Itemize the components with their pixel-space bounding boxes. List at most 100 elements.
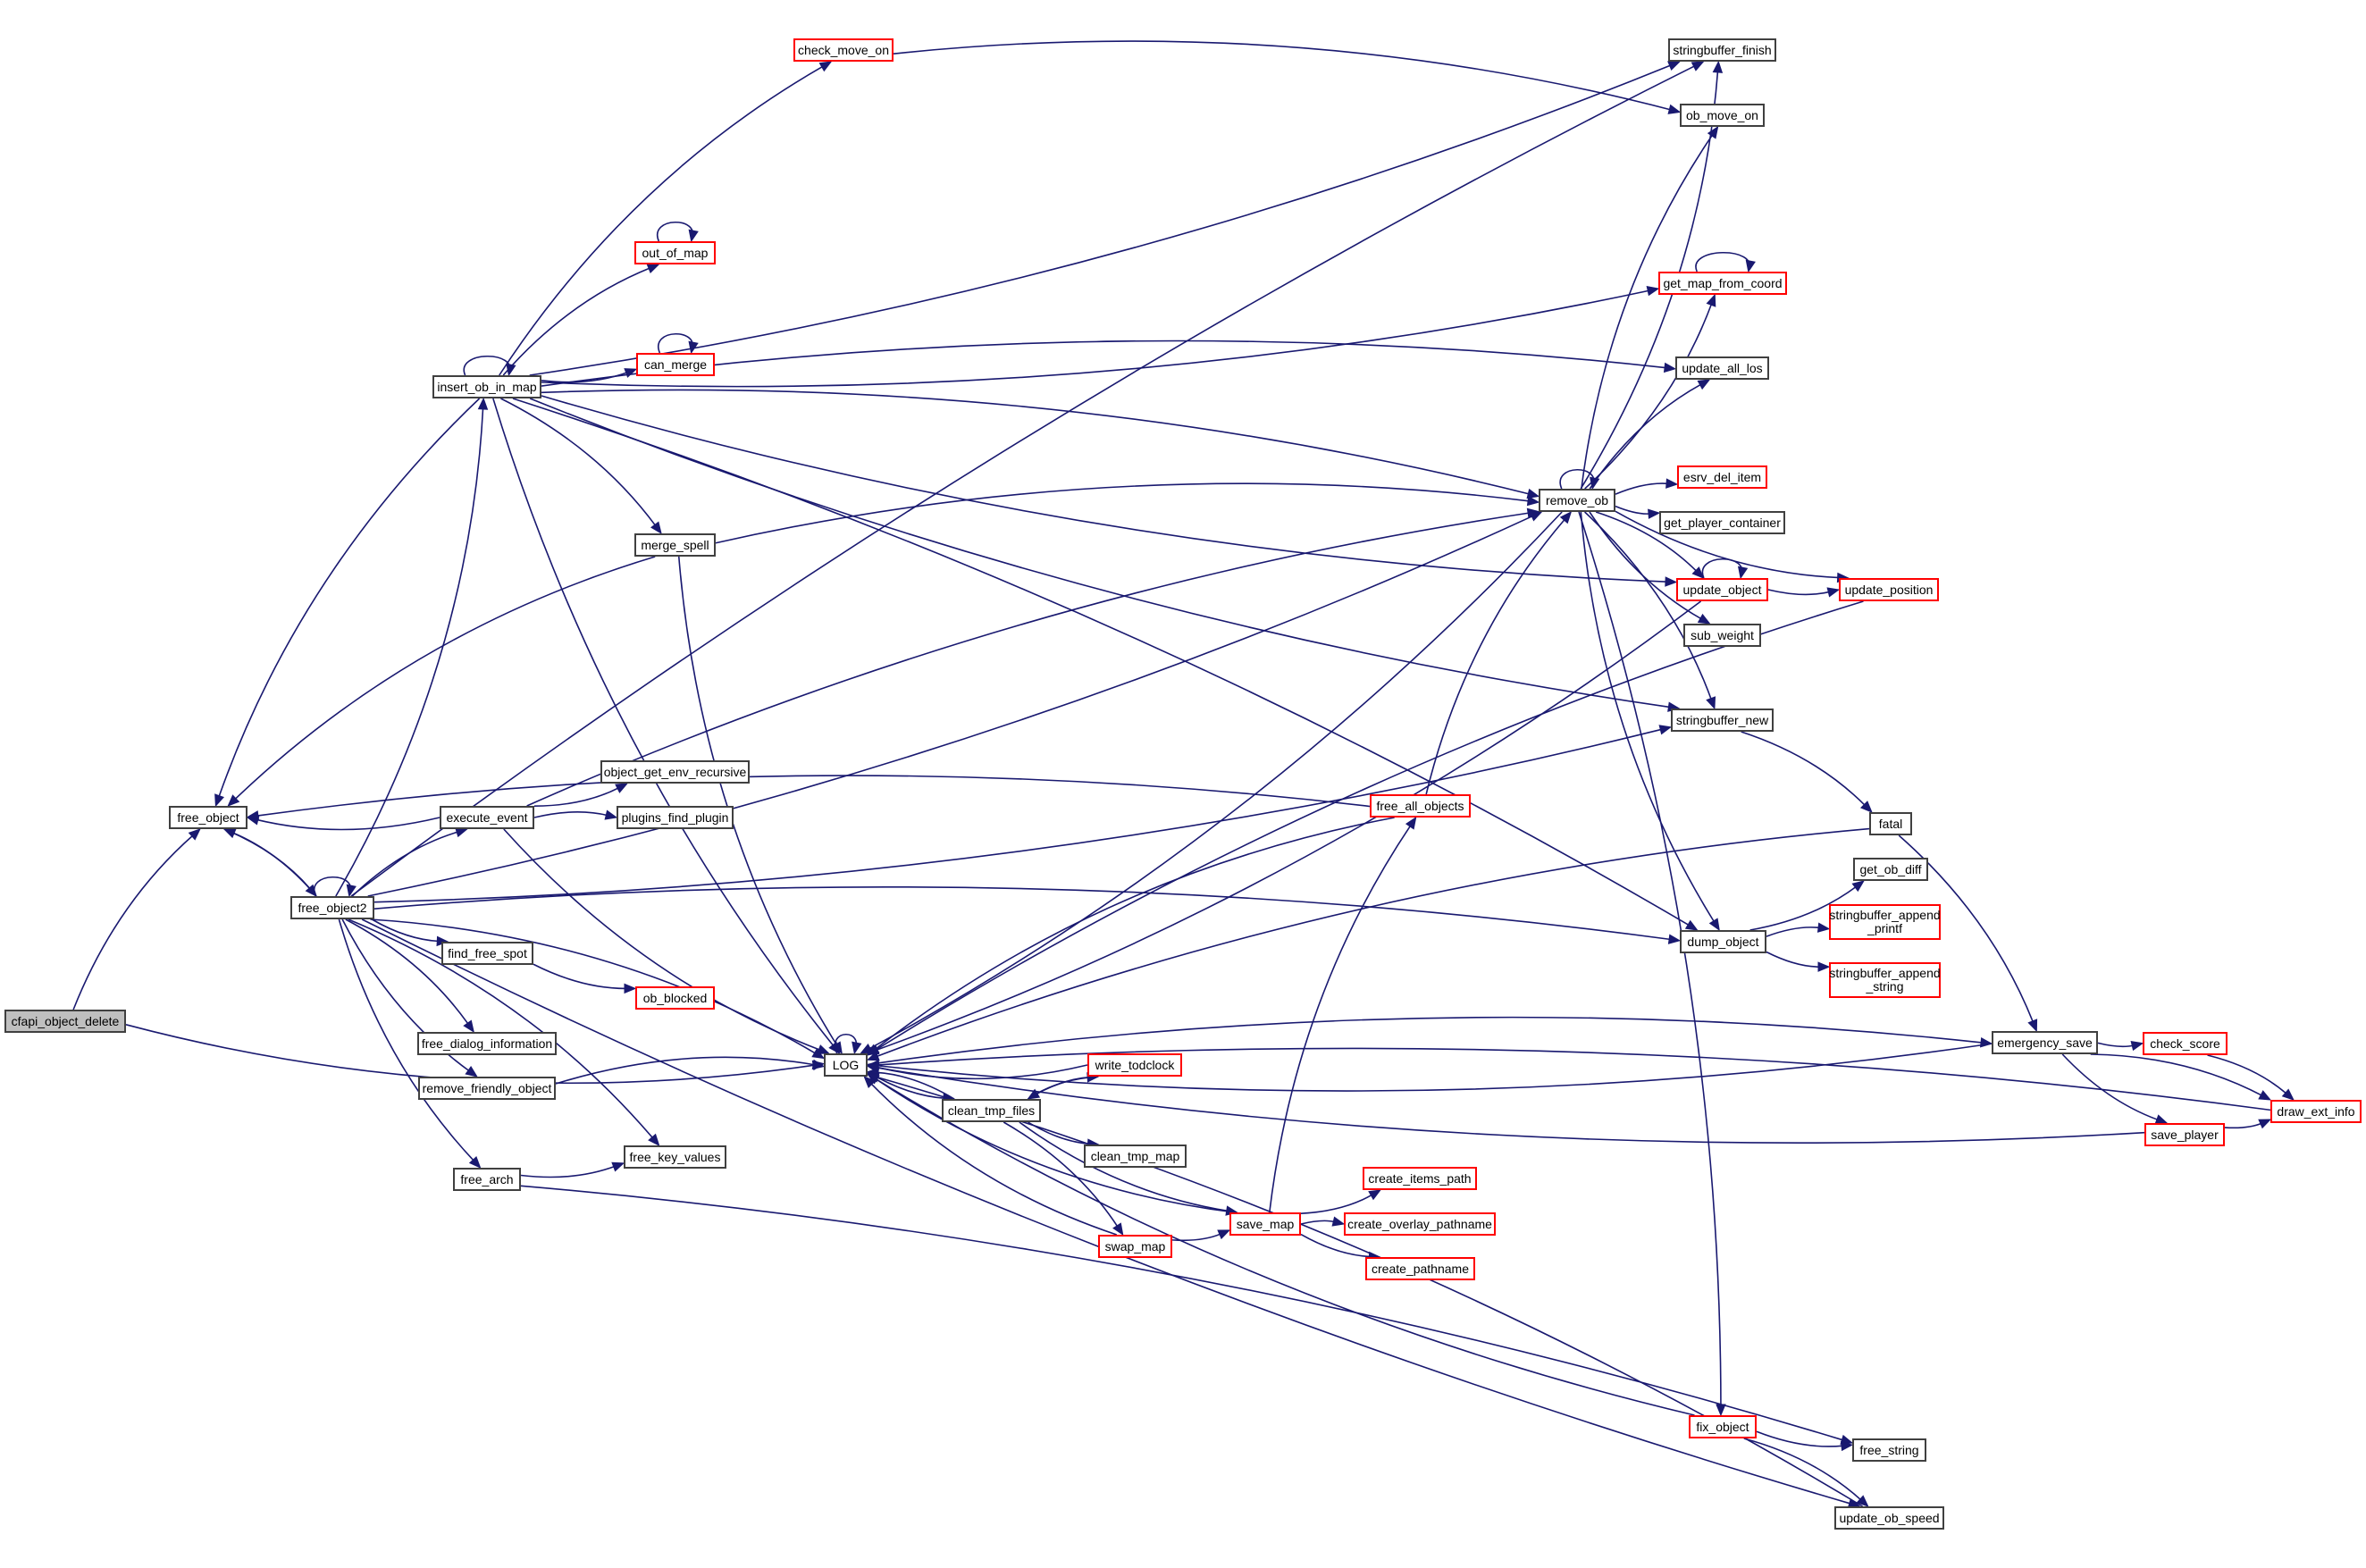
- edge-out-of-map-to-out-of-map: [656, 222, 699, 243]
- node-plugins-find-plugin[interactable]: plugins_find_plugin: [617, 806, 734, 829]
- node-execute-event[interactable]: execute_event: [440, 806, 534, 829]
- edge-emergency-save-to-save-player: [2061, 1053, 2169, 1125]
- edge-remove-ob-to-dump-object: [1580, 511, 1720, 932]
- edge-free-object2-to-stringbuffer-new: [373, 725, 1673, 903]
- edge-insert-ob-in-map-to-update-object: [541, 395, 1678, 587]
- node-create-overlay-pathname[interactable]: create_overlay_pathname: [1344, 1212, 1496, 1236]
- node-emergency-save[interactable]: emergency_save: [1992, 1031, 2098, 1054]
- edge-fatal-to-emergency-save: [1898, 834, 2038, 1033]
- node-stringbuffer-finish[interactable]: stringbuffer_finish: [1668, 38, 1776, 62]
- node-update-object[interactable]: update_object: [1676, 578, 1768, 601]
- edge-check-score-to-draw-ext-info: [2207, 1054, 2295, 1101]
- edge-remove-ob-to-update-object: [1595, 511, 1705, 579]
- edge-execute-event-to-remove-ob: [526, 507, 1540, 807]
- edge-free-object2-to-free-arch: [338, 918, 482, 1169]
- edge-execute-event-to-LOG: [503, 828, 830, 1054]
- edge-update-object-to-update-position: [1767, 587, 1841, 598]
- edge-free-all-objects-to-LOG: [866, 817, 1395, 1056]
- edge-dump-object-to-stringbuffer-append-printf: [1766, 922, 1831, 937]
- edge-remove-friendly-object-to-LOG: [555, 1056, 826, 1085]
- node-remove-ob[interactable]: remove_ob: [1539, 489, 1615, 512]
- node-free-key-values[interactable]: free_key_values: [624, 1145, 726, 1169]
- edge-LOG-to-emergency-save: [867, 1016, 1993, 1066]
- node-sub-weight[interactable]: sub_weight: [1683, 624, 1761, 647]
- node-save-player[interactable]: save_player: [2144, 1123, 2225, 1146]
- node-free-object2[interactable]: free_object2: [290, 896, 374, 919]
- edge-merge-spell-to-free-object: [227, 556, 656, 807]
- node-update-position[interactable]: update_position: [1839, 578, 1939, 601]
- edge-remove-ob-to-esrv-del-item: [1615, 478, 1679, 495]
- edge-swap-map-to-save-map: [1171, 1229, 1231, 1242]
- edge-save-map-to-create-overlay-pathname: [1300, 1216, 1346, 1227]
- node-merge-spell[interactable]: merge_spell: [634, 533, 716, 557]
- edge-write-todclock-to-LOG: [866, 1062, 1088, 1080]
- edge-dump-object-to-get-ob-diff: [1749, 880, 1865, 931]
- edge-free-object2-to-remove-friendly-object: [341, 918, 478, 1077]
- node-clean-tmp-map[interactable]: clean_tmp_map: [1084, 1145, 1187, 1168]
- node-check-score[interactable]: check_score: [2143, 1032, 2228, 1055]
- node-cfapi-object-delete[interactable]: cfapi_object_delete: [4, 1010, 126, 1033]
- edge-execute-event-to-object-get-env-recursive: [533, 783, 629, 807]
- node-free-object[interactable]: free_object: [169, 806, 248, 829]
- node-update-all-los[interactable]: update_all_los: [1675, 356, 1769, 380]
- node-can-merge[interactable]: can_merge: [636, 353, 715, 376]
- edge-insert-ob-in-map-to-insert-ob-in-map: [463, 355, 516, 377]
- node-log[interactable]: LOG: [824, 1053, 868, 1077]
- node-insert-ob-in-map[interactable]: insert_ob_in_map: [432, 375, 541, 398]
- node-get-ob-diff[interactable]: get_ob_diff: [1853, 858, 1928, 881]
- edge-execute-event-to-plugins-find-plugin: [533, 809, 618, 820]
- edge-remove-ob-to-stringbuffer-new: [1584, 511, 1716, 710]
- node-remove-friendly-object[interactable]: remove_friendly_object: [418, 1077, 556, 1100]
- node-ob-move-on[interactable]: ob_move_on: [1680, 104, 1765, 127]
- edge-get-map-from-coord-to-get-map-from-coord: [1695, 251, 1756, 273]
- node-save-map[interactable]: save_map: [1229, 1212, 1301, 1236]
- edge-free-object2-to-insert-ob-in-map: [335, 397, 489, 897]
- node-object-get-env-recursive[interactable]: object_get_env_recursive: [600, 760, 750, 784]
- node-get-map-from-coord[interactable]: get_map_from_coord: [1658, 272, 1787, 295]
- edge-layer: [72, 40, 2295, 1509]
- node-out-of-map[interactable]: out_of_map: [634, 241, 716, 264]
- node-ob-blocked[interactable]: ob_blocked: [635, 986, 715, 1010]
- edge-insert-ob-in-map-to-check-move-on: [499, 61, 833, 376]
- node-stringbuffer-append-printf[interactable]: stringbuffer_append _printf: [1829, 904, 1941, 940]
- node-create-items-path[interactable]: create_items_path: [1363, 1167, 1477, 1190]
- edge-free-object2-to-free-dialog-information: [345, 918, 474, 1034]
- node-clean-tmp-files[interactable]: clean_tmp_files: [942, 1099, 1041, 1122]
- edge-free-all-objects-to-remove-ob: [1425, 511, 1573, 795]
- edge-can-merge-to-can-merge: [658, 333, 699, 355]
- edge-insert-ob-in-map-to-free-object: [214, 398, 481, 808]
- node-get-player-container[interactable]: get_player_container: [1659, 511, 1785, 534]
- node-fix-object[interactable]: fix_object: [1689, 1415, 1757, 1438]
- node-stringbuffer-append-string[interactable]: stringbuffer_append _string: [1829, 962, 1941, 998]
- node-esrv-del-item[interactable]: esrv_del_item: [1677, 465, 1767, 489]
- edge-remove-ob-to-ob-move-on: [1581, 125, 1719, 490]
- node-write-todclock[interactable]: write_todclock: [1087, 1053, 1182, 1077]
- node-swap-map[interactable]: swap_map: [1098, 1235, 1172, 1258]
- node-stringbuffer-new[interactable]: stringbuffer_new: [1671, 709, 1774, 732]
- edge-remove-ob-to-get-map-from-coord: [1584, 293, 1716, 490]
- node-free-dialog-information[interactable]: free_dialog_information: [417, 1032, 557, 1055]
- edge-save-player-to-draw-ext-info: [2224, 1119, 2272, 1129]
- edge-free-arch-to-free-key-values: [520, 1161, 625, 1178]
- node-free-string[interactable]: free_string: [1852, 1438, 1926, 1462]
- edge-cfapi-object-delete-to-free-object: [72, 828, 201, 1010]
- node-free-all-objects[interactable]: free_all_objects: [1370, 794, 1471, 818]
- node-find-free-spot[interactable]: find_free_spot: [441, 942, 533, 965]
- edge-fix-object-to-free-string: [1756, 1430, 1854, 1452]
- node-update-ob-speed[interactable]: update_ob_speed: [1834, 1506, 1944, 1530]
- node-create-pathname[interactable]: create_pathname: [1365, 1257, 1475, 1280]
- node-draw-ext-info[interactable]: draw_ext_info: [2270, 1100, 2362, 1123]
- node-dump-object[interactable]: dump_object: [1680, 930, 1766, 953]
- node-fatal[interactable]: fatal: [1869, 812, 1912, 835]
- edge-save-map-to-create-items-path: [1300, 1189, 1382, 1215]
- node-free-arch[interactable]: free_arch: [453, 1168, 521, 1191]
- edge-free-object2-to-stringbuffer-finish: [350, 61, 1705, 897]
- node-check-move-on[interactable]: check_move_on: [793, 38, 894, 62]
- edge-stringbuffer-new-to-fatal: [1741, 731, 1873, 813]
- edge-LOG-to-LOG: [834, 1034, 862, 1055]
- edge-free-all-objects-to-free-object: [246, 775, 1371, 821]
- edge-free-object2-to-free-object2: [313, 876, 357, 898]
- edge-update-object-to-update-object: [1701, 558, 1749, 580]
